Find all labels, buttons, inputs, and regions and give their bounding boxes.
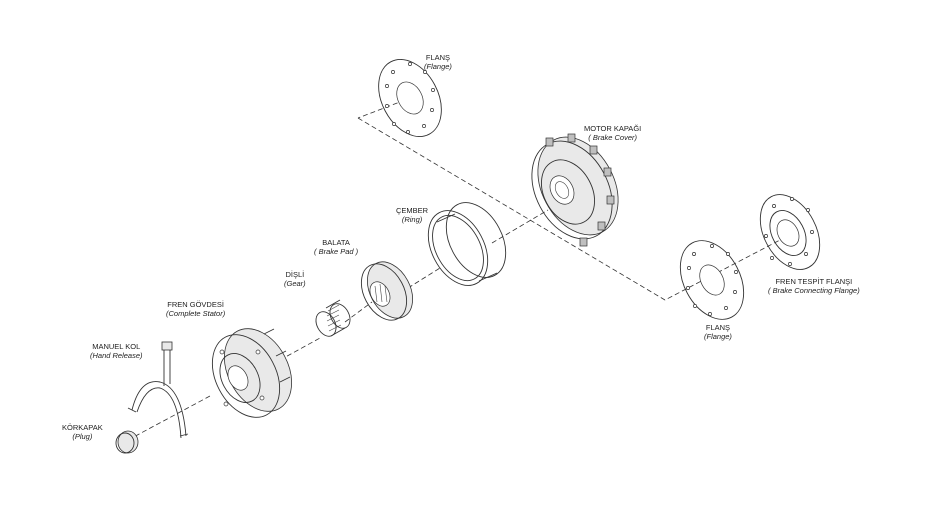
brake-connecting-flange-part (759, 194, 821, 270)
flange-top-part (378, 59, 442, 137)
label-flange-top: FLANŞ (Flange) (424, 53, 452, 71)
label-hand-release-tr: MANUEL KOL (92, 342, 141, 351)
label-plug: KÖRKAPAK (Plug) (62, 423, 103, 441)
label-motor-cover-tr: MOTOR KAPAĞI (584, 124, 642, 133)
label-flange-bottom-tr: FLANŞ (705, 323, 731, 332)
label-brake-pad: BALATA ( Brake Pad ) (314, 238, 359, 256)
label-plug-tr: KÖRKAPAK (62, 423, 103, 432)
brake-pad-part (360, 261, 413, 321)
label-ring: ÇEMBER (Ring) (396, 206, 429, 224)
axis-lines (127, 99, 781, 441)
label-flange-top-en: (Flange) (424, 61, 452, 71)
label-stator-tr: FREN GÖVDESİ (167, 300, 224, 309)
label-brake-pad-tr: BALATA (322, 238, 350, 247)
label-gear-tr: DİŞLİ (285, 270, 305, 279)
stator-part (211, 328, 292, 418)
label-stator: FREN GÖVDESİ (Complete Stator) (166, 300, 226, 318)
label-brake-pad-en: ( Brake Pad ) (314, 246, 359, 256)
label-ring-tr: ÇEMBER (396, 206, 429, 215)
ring-part (427, 202, 507, 286)
label-gear: DİŞLİ (Gear) (284, 270, 306, 288)
label-stator-en: (Complete Stator) (166, 308, 226, 318)
label-flange-bottom: FLANŞ (Flange) (704, 323, 732, 341)
hand-release-part (127, 341, 189, 439)
label-brake-connecting-flange-en: ( Brake Connecting Flange) (768, 285, 860, 295)
motor-cover-part (531, 133, 619, 247)
label-ring-en: (Ring) (401, 214, 423, 224)
label-brake-connecting-flange-tr: FREN TESPİT FLANŞI (775, 277, 853, 286)
label-plug-en: (Plug) (72, 431, 93, 441)
plug-part (115, 430, 139, 454)
label-hand-release-en: (Hand Release) (90, 350, 143, 360)
label-flange-top-tr: FLANŞ (425, 53, 451, 62)
label-motor-cover: MOTOR KAPAĞI ( Brake Cover) (584, 124, 642, 142)
label-hand-release: MANUEL KOL (Hand Release) (90, 342, 143, 360)
label-brake-connecting-flange: FREN TESPİT FLANŞI ( Brake Connecting Fl… (768, 277, 860, 295)
gear-part (315, 299, 351, 337)
flange-bottom-part (679, 240, 745, 320)
label-gear-en: (Gear) (284, 278, 306, 288)
label-flange-bottom-en: (Flange) (704, 331, 732, 341)
label-motor-cover-en: ( Brake Cover) (588, 132, 637, 142)
